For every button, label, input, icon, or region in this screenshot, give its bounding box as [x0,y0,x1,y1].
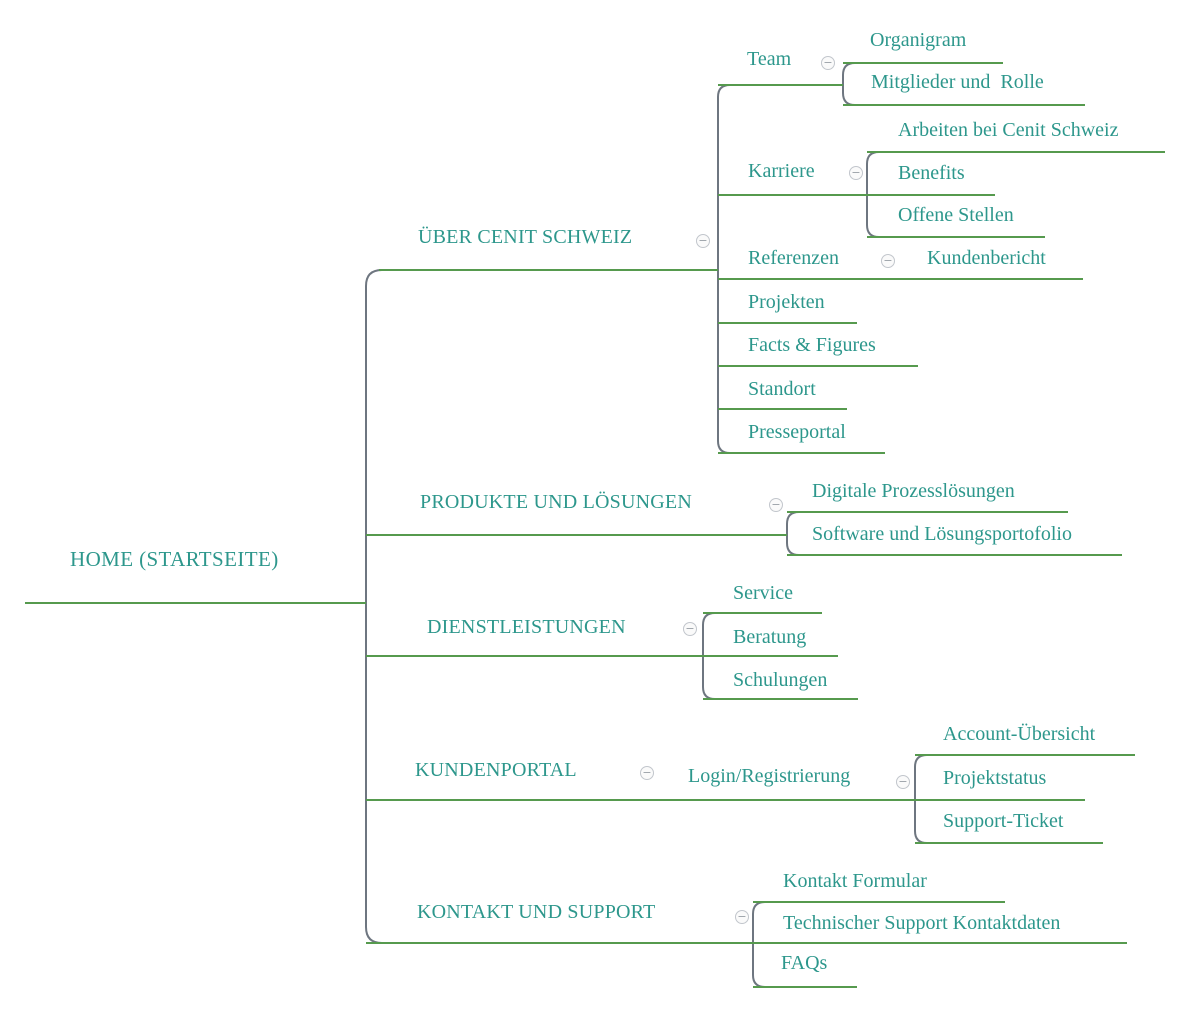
collapse-minus-icon-karriere[interactable]: − [849,166,863,180]
node-kundenportal[interactable]: KUNDENPORTAL [415,759,577,781]
node-kontakt-formular[interactable]: Kontakt Formular [783,870,927,892]
node-projekten[interactable]: Projekten [748,291,825,313]
node-referenzen[interactable]: Referenzen [748,247,840,269]
node-account-uebersicht[interactable]: Account-Übersicht [943,723,1096,745]
node-organigram[interactable]: Organigram [870,29,967,51]
collapse-minus-icon-team[interactable]: − [821,56,835,70]
node-facts-figures[interactable]: Facts & Figures [748,334,876,356]
node-standort[interactable]: Standort [748,378,816,400]
node-kontakt-und-support[interactable]: KONTAKT UND SUPPORT [417,901,656,923]
node-underlines [25,62,1165,988]
node-schulungen[interactable]: Schulungen [733,669,828,691]
collapse-minus-icon-dienstleistungen[interactable]: − [683,622,697,636]
trunk-produkte-children [786,511,800,556]
trunk-root [365,269,383,944]
node-digitale-prozessloesungen[interactable]: Digitale Prozesslösungen [812,480,1015,502]
node-ueber-cenit-schweiz[interactable]: ÜBER CENIT SCHWEIZ [418,226,633,248]
node-offene-stellen[interactable]: Offene Stellen [898,204,1014,226]
node-technischer-support-kontaktdaten[interactable]: Technischer Support Kontaktdaten [783,912,1061,934]
node-team[interactable]: Team [747,48,792,70]
node-home-startseite[interactable]: HOME (STARTSEITE) [70,547,279,571]
collapse-minus-icon-produkte[interactable]: − [769,498,783,512]
collapse-minus-icon-kundenportal[interactable]: − [640,766,654,780]
node-service[interactable]: Service [733,582,793,604]
trunk-ueber-children [717,84,731,454]
node-karriere[interactable]: Karriere [748,160,815,182]
node-faqs[interactable]: FAQs [781,952,828,974]
node-projektstatus[interactable]: Projektstatus [943,767,1047,789]
node-presseportal[interactable]: Presseportal [748,421,846,443]
node-login-registrierung[interactable]: Login/Registrierung [688,765,851,787]
trunk-kontakt-children [752,901,766,988]
node-arbeiten-bei-cenit-schweiz[interactable]: Arbeiten bei Cenit Schweiz [898,119,1119,141]
collapse-minus-icon-kontakt-und-support[interactable]: − [735,910,749,924]
node-kundenbericht[interactable]: Kundenbericht [927,247,1046,269]
node-mitglieder-und-rolle[interactable]: Mitglieder und Rolle [871,71,1044,93]
collapse-minus-icon-referenzen[interactable]: − [881,254,895,268]
collapse-minus-icon-ueber-cenit-schweiz[interactable]: − [696,234,710,248]
node-support-ticket[interactable]: Support-Ticket [943,810,1064,832]
node-beratung[interactable]: Beratung [733,626,807,648]
node-produkte-und-loesungen[interactable]: PRODUKTE UND LÖSUNGEN [420,491,692,513]
node-software-und-loesungsportofolio[interactable]: Software und Lösungsportofolio [812,523,1072,545]
trunk-team-children [842,62,856,106]
node-benefits[interactable]: Benefits [898,162,965,184]
collapse-minus-icon-login-registrierung[interactable]: − [896,775,910,789]
node-dienstleistungen[interactable]: DIENSTLEISTUNGEN [427,616,626,638]
